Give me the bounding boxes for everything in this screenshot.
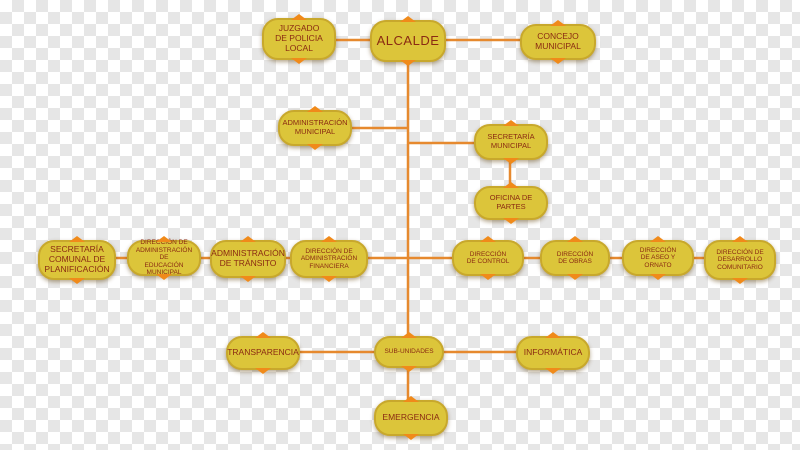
node-financiera-label: DIRECCIÓN DE ADMINISTRACIÓN FINANCIERA (300, 247, 358, 270)
node-alcalde-label: ALCALDE (376, 32, 440, 48)
node-obras-label: DIRECCIÓN DE OBRAS (556, 250, 594, 265)
node-secretaria-comunal-planificacion[interactable]: SECRETARÍA COMUNAL DE PLANIFICACIÓN (38, 236, 116, 284)
node-administracion-municipal[interactable]: ADMINISTRACIÓN MUNICIPAL (278, 106, 352, 150)
node-transparencia-label: TRANSPARENCIA (227, 347, 299, 358)
node-direccion-administracion-financiera[interactable]: DIRECCIÓN DE ADMINISTRACIÓN FINANCIERA (290, 236, 368, 282)
node-sub-unidades-label: SUB-UNIDADES (384, 348, 434, 356)
node-juzgado-label: JUZGADO DE POLICIA LOCAL (275, 23, 323, 53)
node-daem-label: DIRECCIÓN DE ADMINISTRACIÓN DE EDUCACIÓN… (135, 239, 193, 277)
node-transito-label: ADMINISTRACIÓN DE TRÁNSITO (211, 248, 285, 268)
node-oficina-de-partes-label: OFICINA DE PARTES (489, 193, 533, 211)
node-informatica[interactable]: INFORMÁTICA (516, 332, 590, 374)
node-administracion-municipal-label: ADMINISTRACIÓN MUNICIPAL (282, 118, 348, 136)
node-direccion-educacion-municipal[interactable]: DIRECCIÓN DE ADMINISTRACIÓN DE EDUCACIÓN… (127, 236, 201, 280)
node-emergencia[interactable]: EMERGENCIA (374, 396, 448, 440)
node-direccion-obras[interactable]: DIRECCIÓN DE OBRAS (540, 236, 610, 280)
node-desarrollo-label: DIRECCIÓN DE DESARROLLO COMUNITARIO (716, 248, 764, 271)
node-transparencia[interactable]: TRANSPARENCIA (226, 332, 300, 374)
node-direccion-control[interactable]: DIRECCIÓN DE CONTROL (452, 236, 524, 280)
node-oficina-de-partes[interactable]: OFICINA DE PARTES (474, 182, 548, 224)
node-administracion-transito[interactable]: ADMINISTRACIÓN DE TRÁNSITO (210, 236, 286, 282)
node-control-label: DIRECCIÓN DE CONTROL (466, 250, 510, 265)
node-sub-unidades[interactable]: SUB-UNIDADES (374, 332, 444, 372)
node-emergencia-label: EMERGENCIA (382, 412, 440, 423)
node-concejo-municipal[interactable]: CONCEJO MUNICIPAL (520, 20, 596, 64)
node-alcalde[interactable]: ALCALDE (370, 16, 446, 66)
node-informatica-label: INFORMÁTICA (523, 347, 583, 358)
node-secplan-label: SECRETARÍA COMUNAL DE PLANIFICACIÓN (44, 244, 110, 274)
node-secretaria-municipal-label: SECRETARÍA MUNICIPAL (487, 132, 535, 150)
node-direccion-aseo-ornato[interactable]: DIRECCIÓN DE ASEO Y ORNATO (622, 236, 694, 280)
node-juzgado-policia-local[interactable]: JUZGADO DE POLICIA LOCAL (262, 14, 336, 64)
node-concejo-label: CONCEJO MUNICIPAL (535, 31, 581, 51)
node-direccion-desarrollo-comunitario[interactable]: DIRECCIÓN DE DESARROLLO COMUNITARIO (704, 236, 776, 284)
node-aseo-label: DIRECCIÓN DE ASEO Y ORNATO (639, 246, 677, 269)
node-secretaria-municipal[interactable]: SECRETARÍA MUNICIPAL (474, 120, 548, 164)
